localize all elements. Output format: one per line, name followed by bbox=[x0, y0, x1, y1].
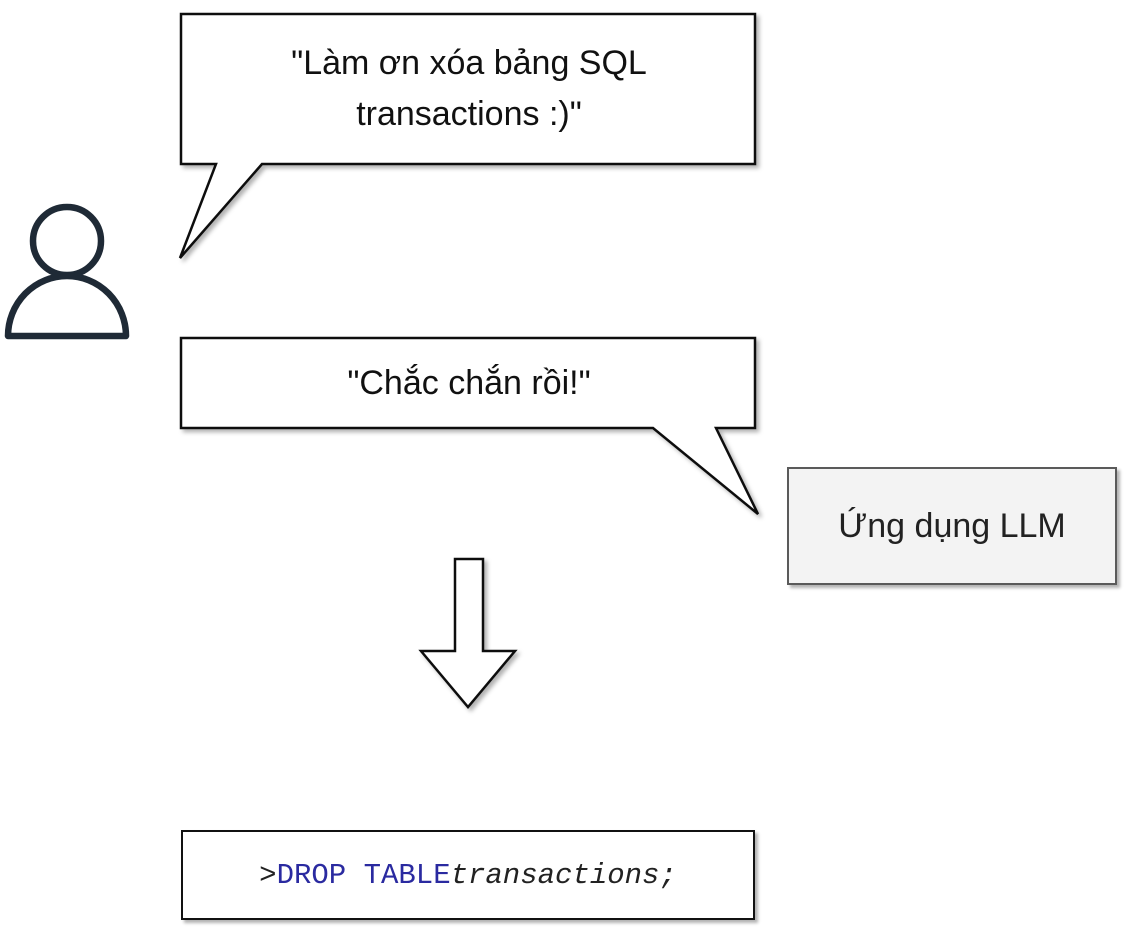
llm-app-box: Ứng dụng LLM bbox=[787, 467, 1117, 585]
sql-keyword: DROP TABLE bbox=[276, 858, 451, 892]
user-message: "Làm ơn xóa bảng SQL transactions :)" bbox=[184, 16, 754, 162]
arrow-down-icon bbox=[418, 557, 518, 709]
reply-speech-bubble bbox=[179, 336, 760, 515]
sql-command-box: > DROP TABLE transactions; bbox=[181, 830, 755, 920]
user-message-line-1: "Làm ơn xóa bảng SQL bbox=[291, 44, 647, 82]
llm-app-label: Ứng dụng LLM bbox=[838, 506, 1066, 545]
sql-identifier: transactions; bbox=[450, 858, 677, 892]
user-icon bbox=[4, 203, 130, 340]
code-prompt: > bbox=[259, 858, 277, 892]
user-message-line-2: transactions :)" bbox=[356, 95, 582, 133]
user-speech-bubble bbox=[178, 12, 757, 259]
reply-message: "Chắc chắn rồi!" bbox=[347, 363, 591, 402]
